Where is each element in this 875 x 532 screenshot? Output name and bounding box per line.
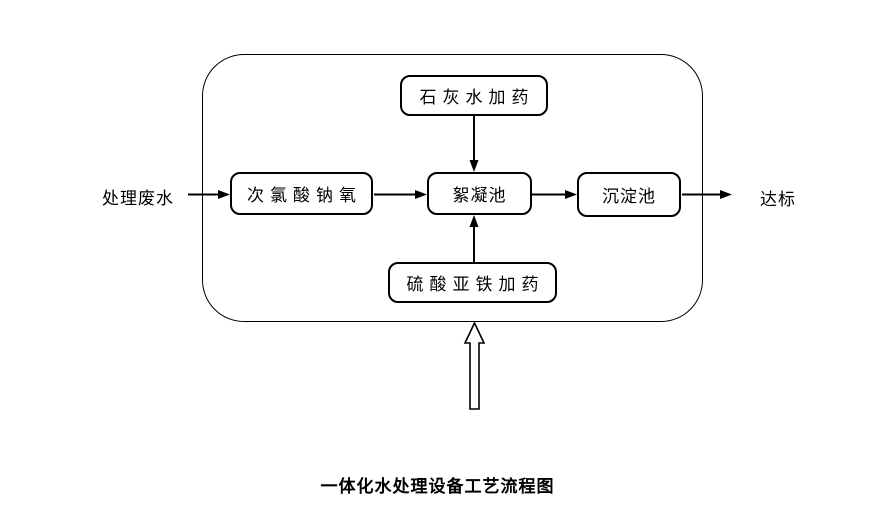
node-lime-water-dosing: 石灰水加药 <box>400 75 548 116</box>
arrow-sediment-to-output <box>682 190 732 199</box>
input-stream-label: 处理废水 <box>102 189 174 208</box>
hollow-inlet-arrow-icon <box>463 321 486 410</box>
diagram-caption: 一体化水处理设备工艺流程图 <box>320 477 555 496</box>
arrow-ferrous-to-floc <box>469 215 479 262</box>
arrow-input-to-hypochlorite <box>188 190 230 199</box>
arrow-lime-to-floc <box>469 116 479 172</box>
output-stream-label: 达标 <box>760 190 796 209</box>
equipment-boundary <box>202 54 703 322</box>
arrow-hypochlorite-to-floc <box>374 190 427 199</box>
node-sodium-hypochlorite: 次氯酸钠氧 <box>230 172 373 215</box>
arrow-floc-to-sediment <box>531 190 577 199</box>
node-flocculation-tank: 絮凝池 <box>427 172 532 215</box>
node-ferrous-sulfate-dosing: 硫酸亚铁加药 <box>388 262 557 303</box>
node-sedimentation-tank: 沉淀池 <box>577 172 681 217</box>
